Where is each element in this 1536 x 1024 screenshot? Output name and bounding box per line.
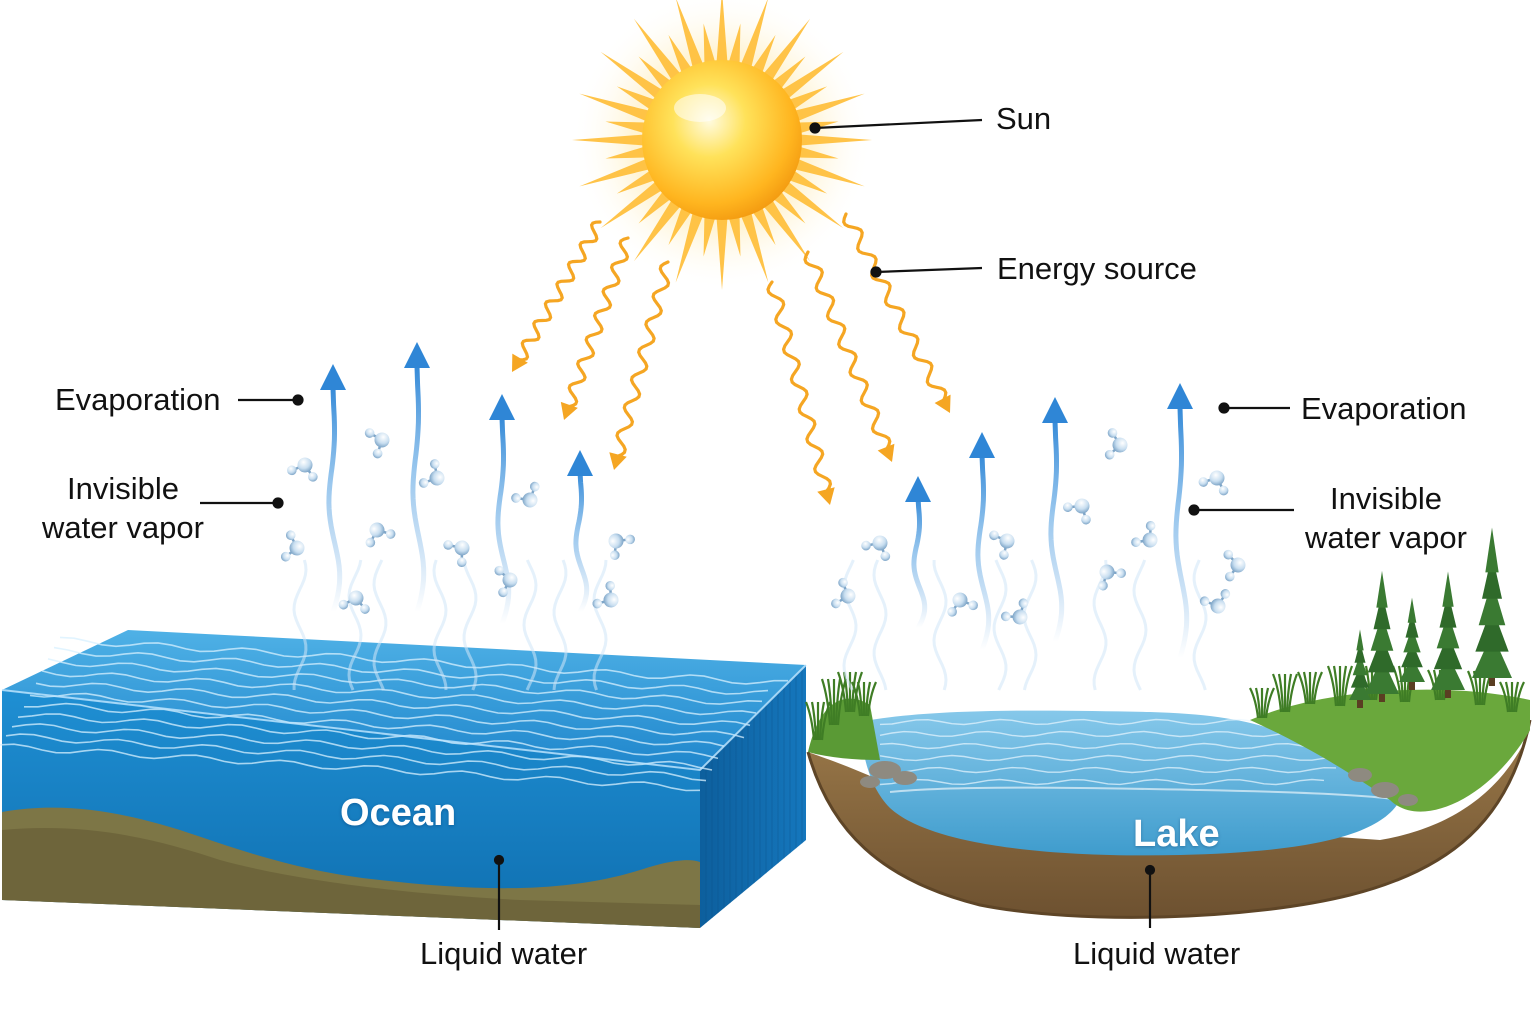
water-molecule-icon [1198, 588, 1235, 619]
water-molecule-icon [360, 517, 397, 549]
water-molecule-icon [1061, 491, 1099, 526]
wavy-arrow-icon [844, 214, 946, 401]
sun-icon [572, 0, 872, 290]
water-molecule-icon [363, 423, 394, 460]
ocean-label: Ocean [340, 792, 456, 835]
vapor-label-right-line2: water vapor [1298, 519, 1474, 558]
liquid-water-label-right: Liquid water [1073, 935, 1240, 974]
pine-tree-icon [1472, 528, 1512, 686]
wavy-arrow-head [878, 444, 895, 462]
up-arrow-head [1042, 397, 1068, 423]
wavy-arrow-icon [768, 282, 830, 492]
wavy-arrow-icon [805, 252, 890, 449]
lake-label: Lake [1133, 813, 1220, 856]
water-molecule-icon [441, 531, 477, 569]
up-arrow-head [1167, 383, 1193, 409]
vapor-label-left: Invisible water vapor [38, 470, 208, 548]
up-arrow-icon [1176, 401, 1187, 658]
vapor-wisp [934, 560, 946, 690]
water-molecule-icon [1223, 549, 1246, 582]
lake-basin [806, 528, 1530, 918]
vapor-wisp [994, 560, 1006, 690]
water-molecule-icon [1129, 519, 1166, 557]
up-arrow-icon [1051, 415, 1062, 642]
vapor-label-left-line1: Invisible [38, 470, 208, 509]
water-molecule-icon [943, 588, 979, 618]
sun-label: Sun [996, 100, 1051, 139]
water-molecules [280, 423, 1247, 633]
vapor-label-left-line2: water vapor [38, 509, 208, 548]
vapor-label-right: Invisible water vapor [1298, 480, 1474, 558]
vapor-wisp [874, 560, 886, 690]
liquid-water-label-left: Liquid water [420, 935, 587, 974]
pine-tree-icon [1365, 571, 1399, 702]
water-molecule-icon [600, 524, 637, 562]
up-arrow-head [489, 394, 515, 420]
wavy-arrow-head [817, 487, 834, 505]
energy-source-label: Energy source [997, 250, 1197, 289]
wavy-arrow-head [935, 395, 951, 413]
water-molecule-icon [1197, 465, 1234, 497]
vapor-label-right-line1: Invisible [1298, 480, 1474, 519]
vapor-wisp [1134, 560, 1146, 690]
water-molecule-icon [1104, 428, 1129, 462]
up-arrow-head [905, 476, 931, 502]
up-arrow-icon [914, 494, 925, 628]
water-molecule-icon [338, 588, 373, 615]
ocean-block [0, 630, 806, 928]
vapor-arrows [294, 342, 1206, 690]
water-molecule-icon [417, 457, 451, 495]
vapor-wisp [1024, 560, 1036, 690]
evaporation-label-left: Evaporation [55, 381, 220, 420]
wavy-arrow-head [609, 452, 626, 470]
water-molecule-icon [509, 480, 547, 515]
water-molecule-icon [988, 524, 1021, 562]
up-arrow-head [969, 432, 995, 458]
pine-tree-icon [1349, 629, 1371, 708]
vapor-wisp [1194, 560, 1206, 690]
water-molecule-icon [1090, 557, 1128, 592]
water-molecule-icon [280, 529, 308, 565]
water-molecule-icon [860, 529, 898, 563]
up-arrow-head [404, 342, 430, 368]
up-arrow-icon [978, 450, 989, 650]
pine-tree-icon [1399, 598, 1425, 690]
up-arrow-head [320, 364, 346, 390]
up-arrow-icon [329, 382, 340, 612]
water-molecule-icon [830, 577, 860, 614]
wavy-arrow-icon [617, 262, 669, 456]
wavy-arrow-head [512, 354, 528, 372]
water-molecule-icon [286, 453, 322, 483]
up-arrow-icon [576, 468, 587, 612]
water-molecule-icon [999, 596, 1037, 632]
wavy-arrow-icon [569, 238, 628, 407]
up-arrow-head [567, 450, 593, 476]
evaporation-label-right: Evaporation [1301, 390, 1466, 429]
